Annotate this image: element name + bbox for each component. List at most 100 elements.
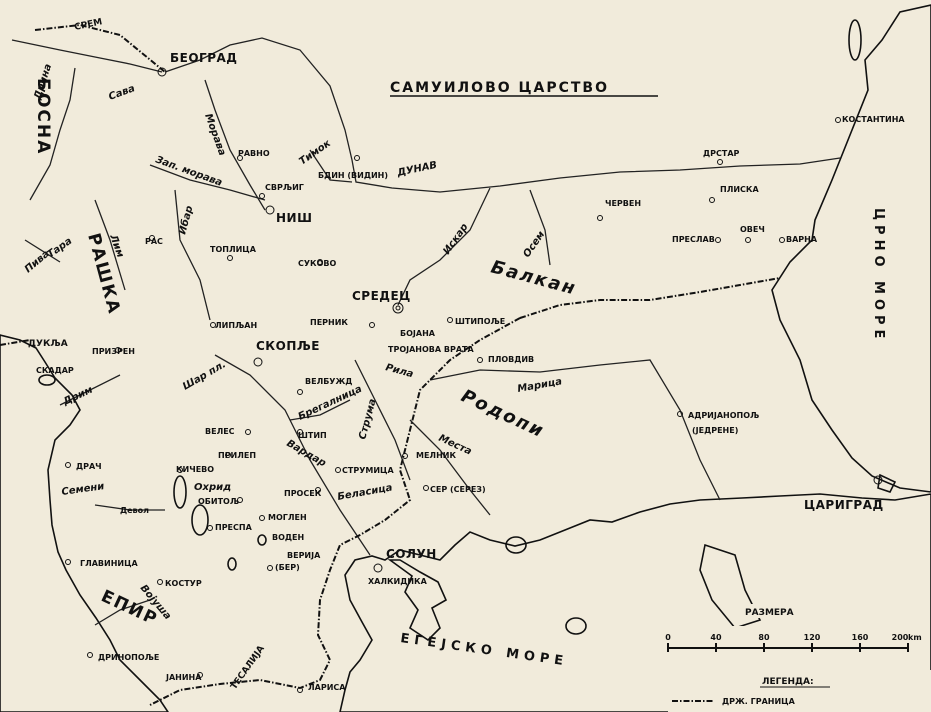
city-larisa: ЛАРИСА bbox=[308, 683, 346, 692]
river-drim bbox=[59, 374, 121, 406]
city-ovec: ОВЕЧ bbox=[740, 225, 765, 234]
legend-title: ЛЕГЕНДА: bbox=[762, 677, 814, 687]
city-solun: СОЛУН bbox=[386, 547, 437, 561]
legend: ЛЕГЕНДА: ДРЖ. ГРАНИЦА bbox=[668, 670, 931, 712]
scale-tick: 120 bbox=[804, 633, 821, 642]
region-bosna: БОСНА bbox=[33, 78, 53, 155]
scale-tick: 0 bbox=[665, 633, 671, 642]
region-duklja: ДУКЉА bbox=[28, 339, 68, 349]
city-veles: ВЕЛЕС bbox=[205, 427, 235, 436]
city-stip: ШТИП bbox=[298, 431, 327, 440]
city-kicevo: КИЧЕВО bbox=[176, 465, 214, 474]
legend-border-label: ДРЖ. ГРАНИЦА bbox=[722, 697, 796, 706]
river-vardar bbox=[214, 354, 371, 556]
river-iskar bbox=[397, 187, 491, 306]
label-black-sea: ЦРНО МОРЕ bbox=[871, 208, 886, 343]
region-tesalija: ТЕСАЛИЈА bbox=[229, 644, 267, 692]
city-obitolj: ОБИТОЉ bbox=[198, 497, 239, 506]
city-skadar: СКАДАР bbox=[36, 366, 74, 375]
river-sava bbox=[11, 39, 163, 73]
city-drstar: ДРСТАР bbox=[703, 149, 740, 158]
black-sea bbox=[771, 4, 931, 493]
city-prizren: ПРИЗРЕН bbox=[92, 347, 135, 356]
label-rila: Рила bbox=[384, 362, 415, 380]
city-pernik: ПЕРНИК bbox=[310, 318, 348, 327]
label-zap-morava: Зап. морава bbox=[154, 154, 224, 188]
label-halkidika: ХАЛКИДИКА bbox=[368, 577, 428, 586]
city-beograd: БЕОГРАД bbox=[170, 51, 237, 65]
city-stipolje: ШТИПОЉЕ bbox=[455, 317, 505, 326]
label-aegean-sea: ЕГЕЈСКО МОРЕ bbox=[399, 631, 568, 669]
river-morava bbox=[204, 79, 266, 211]
city-cerven: ЧЕРВЕН bbox=[605, 199, 641, 208]
city-verija: ВЕРИЈА bbox=[287, 551, 321, 560]
label-piva: Пива bbox=[23, 248, 52, 275]
label-belasica: Беласица bbox=[337, 482, 394, 503]
scale-tick: 160 bbox=[852, 633, 869, 642]
river-timok bbox=[309, 149, 353, 183]
city-carigrad: ЦАРИГРАД bbox=[804, 498, 884, 512]
scale-tick: 200 bbox=[892, 633, 909, 642]
city-prosek: ПРОСЕК bbox=[284, 489, 322, 498]
river-vojusa bbox=[94, 599, 151, 626]
city-bojana: БОЈАНА bbox=[400, 329, 436, 338]
city-strumica: СТРУМИЦА bbox=[342, 466, 394, 475]
city-svrljig: СВРЉИГ bbox=[265, 183, 304, 192]
city-janina: ЈАНИНА bbox=[165, 673, 202, 682]
river-drina bbox=[29, 67, 76, 201]
city-voden: ВОДЕН bbox=[272, 533, 304, 542]
river-danube bbox=[164, 37, 841, 193]
river-tara bbox=[24, 239, 61, 263]
state-border bbox=[0, 23, 781, 706]
city-prilep: ПРИЛЕП bbox=[218, 451, 256, 460]
map-title: САМУИЛОВО ЦАРСТВО bbox=[390, 80, 609, 96]
city-preslav: ПРЕСЛАВ bbox=[672, 235, 715, 244]
label-sava: Сава bbox=[107, 83, 137, 103]
city-moglen: МОГЛЕН bbox=[268, 513, 307, 522]
label-timok: Тимок bbox=[297, 138, 333, 168]
city-ohrid: Охрид bbox=[194, 482, 231, 493]
river-bregalnica bbox=[289, 399, 351, 421]
adriatic-sea bbox=[0, 334, 169, 712]
city-toplica: ТОПЛИЦА bbox=[210, 245, 257, 254]
city-kostur: КОСТУР bbox=[165, 579, 202, 588]
label-devol: Девол bbox=[120, 506, 149, 515]
scale-tick: 40 bbox=[710, 633, 722, 642]
aegean-sea bbox=[339, 493, 931, 712]
city-drac: ДРАЧ bbox=[76, 462, 102, 471]
river-osem bbox=[529, 189, 551, 266]
river-maritsa bbox=[429, 359, 721, 501]
city-varna: ВАРНА bbox=[786, 235, 818, 244]
label-ibar: Ибар bbox=[176, 204, 195, 235]
label-struma: Струма bbox=[357, 397, 378, 440]
city-bdin: БДИН (ВИДИН) bbox=[318, 171, 388, 180]
city-jedrene: (ЈЕДРЕНЕ) bbox=[692, 426, 738, 435]
river-ibar bbox=[174, 189, 211, 321]
city-glavinica: ГЛАВИНИЦА bbox=[80, 559, 139, 568]
label-semeni: Семени bbox=[61, 481, 105, 498]
city-drinopolje: ДРИНОПОЉЕ bbox=[98, 653, 159, 662]
label-balkan: Балкан bbox=[489, 257, 579, 300]
scale-title: РАЗМЕРА bbox=[745, 608, 794, 618]
city-nis: НИШ bbox=[276, 211, 312, 225]
scale-bar: РАЗМЕРА 0 40 80 120 160 200 km bbox=[660, 604, 922, 654]
city-lipljan: ЛИПЉАН bbox=[215, 321, 257, 330]
scale-tick: 80 bbox=[758, 633, 770, 642]
city-prespa: ПРЕСПА bbox=[215, 523, 253, 532]
city-velbuzd: ВЕЛБУЖД bbox=[305, 377, 352, 386]
label-dunav: ДУНАВ bbox=[395, 160, 438, 179]
river-mesta bbox=[409, 419, 491, 516]
region-srem: СРЕМ bbox=[74, 17, 104, 33]
label-rodopi: Родопи bbox=[458, 385, 548, 442]
label-iskar: Искар bbox=[441, 222, 470, 257]
city-adrijanopolj: АДРИЈАНОПОЉ bbox=[688, 411, 759, 420]
label-vardar: Вардар bbox=[285, 438, 328, 469]
city-markers bbox=[65, 67, 883, 693]
city-melnik: МЕЛНИК bbox=[416, 451, 456, 460]
city-skoplje: СКОПЉЕ bbox=[256, 339, 320, 353]
label-osem: Осем bbox=[521, 229, 547, 259]
city-sukovo: СУКОВО bbox=[298, 259, 336, 268]
city-ber: (БЕР) bbox=[275, 563, 300, 572]
city-ravno: РАВНО bbox=[238, 149, 270, 158]
